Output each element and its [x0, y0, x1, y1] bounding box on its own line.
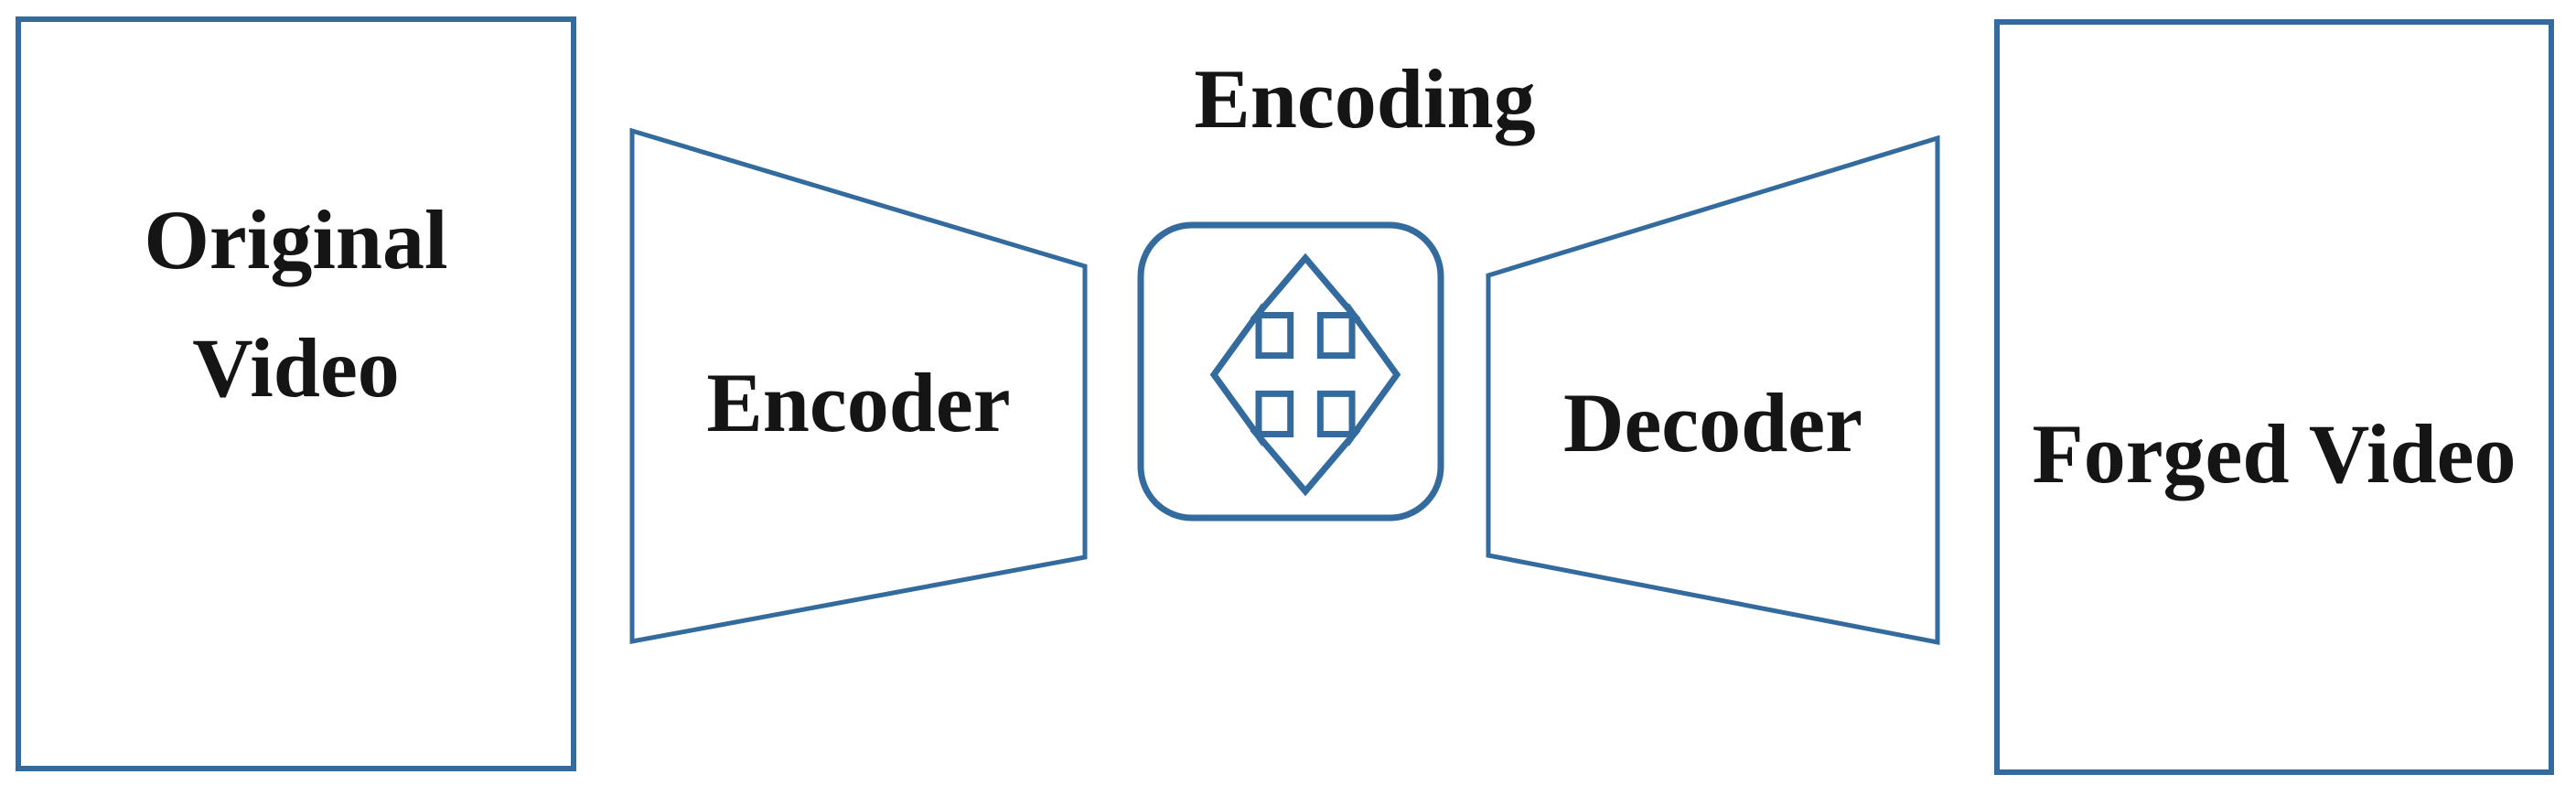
- decoder-label: Decoder: [1563, 376, 1862, 469]
- encoding-title: Encoding: [1194, 52, 1536, 145]
- decoder-trapezoid: [1486, 134, 1940, 646]
- move-arrows-icon-path: [1214, 258, 1397, 491]
- original-video-box: [16, 16, 576, 771]
- encoder-label: Encoder: [706, 356, 1011, 449]
- original-video-label-line1: Original: [144, 193, 448, 286]
- forged-video-label: Forged Video: [2032, 407, 2517, 500]
- original-video-label-line2: Video: [192, 321, 400, 414]
- move-arrows-icon: [1214, 258, 1397, 491]
- forged-video-box: [1994, 19, 2554, 775]
- original-video-label: Original Video: [18, 176, 574, 432]
- encoder-trapezoid: [629, 127, 1088, 645]
